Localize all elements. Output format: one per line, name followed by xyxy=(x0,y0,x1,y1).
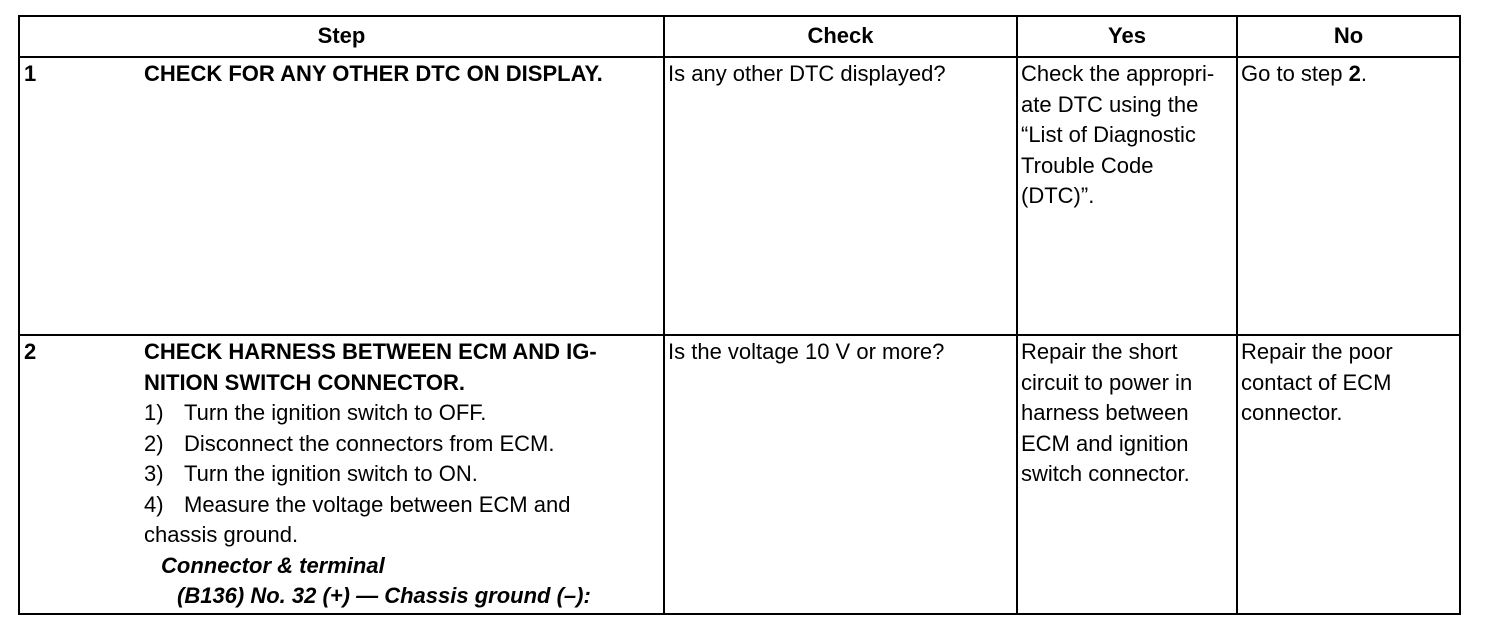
step-cell: 1 CHECK FOR ANY OTHER DTC ON DISPLAY. xyxy=(18,56,665,336)
yes-line: Check the appropri- xyxy=(1021,61,1215,86)
check-text: Is the voltage 10 V or more? xyxy=(668,339,945,364)
yes-line: harness between xyxy=(1021,400,1189,425)
sub-step-number: 1) xyxy=(144,400,164,425)
sub-step-text: Turn the ignition switch to ON. xyxy=(184,461,478,486)
yes-line: “List of Diagnostic xyxy=(1021,122,1196,147)
check-cell: Is any other DTC displayed? xyxy=(663,56,1018,336)
sub-step: 3) Turn the ignition switch to ON. xyxy=(144,459,660,490)
yes-line: (DTC)”. xyxy=(1021,183,1095,208)
no-line: connector. xyxy=(1241,400,1343,425)
connector-terminal-value: (B136) No. 32 (+) — Chassis ground (–): xyxy=(177,583,591,608)
table-row: 2 CHECK HARNESS BETWEEN ECM AND IG- NITI… xyxy=(18,334,1461,615)
step-title-line: CHECK HARNESS BETWEEN ECM AND IG- xyxy=(144,339,597,364)
diagnostic-table: Step Check Yes No 1 CHECK FOR ANY OTHER … xyxy=(18,15,1461,615)
header-step: Step xyxy=(18,15,665,58)
yes-line: circuit to power in xyxy=(1021,369,1193,395)
yes-line: ate DTC using the xyxy=(1021,91,1199,117)
check-text: Is any other DTC displayed? xyxy=(668,61,946,86)
no-text: Go to step 2. xyxy=(1241,58,1456,90)
sub-step: 1) Turn the ignition switch to OFF. xyxy=(144,398,660,429)
header-check: Check xyxy=(663,15,1018,58)
no-cell: Go to step 2. xyxy=(1236,56,1461,336)
header-no: No xyxy=(1236,15,1461,58)
sub-step: 4) Measure the voltage between ECM and xyxy=(144,490,660,521)
step-title-line: NITION SWITCH CONNECTOR. xyxy=(144,369,466,395)
yes-line: Trouble Code xyxy=(1021,152,1154,178)
yes-line: ECM and ignition xyxy=(1021,430,1189,456)
sub-step-continuation: chassis ground. xyxy=(144,522,299,547)
sub-step-number: 4) xyxy=(144,491,164,517)
no-line: Repair the poor xyxy=(1241,339,1393,364)
no-line: contact of ECM xyxy=(1241,369,1392,395)
step-link-2[interactable]: 2 xyxy=(1348,61,1361,86)
check-cell: Is the voltage 10 V or more? xyxy=(663,334,1018,615)
yes-line: switch connector. xyxy=(1021,461,1190,486)
header-row: Step Check Yes No xyxy=(18,15,1461,58)
step-cell: 2 CHECK HARNESS BETWEEN ECM AND IG- NITI… xyxy=(18,334,665,615)
sub-step: 2) Disconnect the connectors from ECM. xyxy=(144,429,660,460)
no-suffix: . xyxy=(1360,61,1367,86)
no-cell: Repair the poor contact of ECM connector… xyxy=(1236,334,1461,615)
connector-terminal-label: Connector & terminal xyxy=(161,552,385,578)
table-row: 1 CHECK FOR ANY OTHER DTC ON DISPLAY. Is… xyxy=(18,56,1461,336)
sub-step-text: Turn the ignition switch to OFF. xyxy=(184,400,487,425)
step-number: 2 xyxy=(24,339,37,364)
yes-cell: Repair the short circuit to power in har… xyxy=(1016,334,1238,615)
step-title: CHECK FOR ANY OTHER DTC ON DISPLAY. xyxy=(144,61,603,86)
step-number: 1 xyxy=(24,61,37,86)
sub-step-text: Measure the voltage between ECM and xyxy=(184,491,571,517)
sub-step-number: 2) xyxy=(144,430,164,456)
yes-cell: Check the appropri- ate DTC using the “L… xyxy=(1016,56,1238,336)
header-yes: Yes xyxy=(1016,15,1238,58)
sub-step-text: Disconnect the connectors from ECM. xyxy=(184,430,555,456)
no-prefix: Go to step xyxy=(1241,61,1349,86)
sub-step-number: 3) xyxy=(144,461,164,486)
yes-line: Repair the short xyxy=(1021,339,1178,364)
